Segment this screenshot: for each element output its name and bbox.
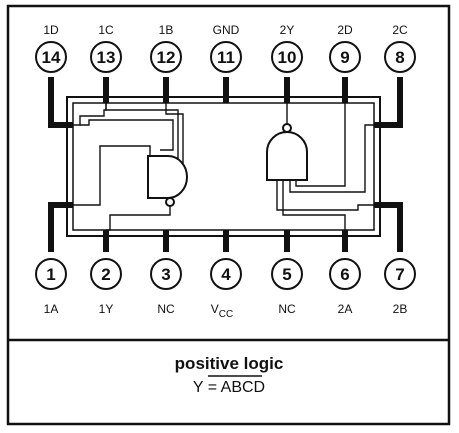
- pin-label: 2D: [337, 23, 353, 37]
- logic-rhs: ABCD: [221, 379, 265, 396]
- pin-number: 9: [340, 48, 349, 67]
- pin-label: 1A: [44, 302, 59, 316]
- pin-14-circle: [35, 41, 67, 73]
- vcc-main: V: [211, 302, 219, 316]
- pin-4-circle: [210, 258, 242, 290]
- pin-number: 11: [217, 48, 235, 67]
- pin-label-vcc: VCC: [211, 302, 233, 320]
- pin-1-circle: [35, 258, 67, 290]
- pin-8-circle: [384, 41, 416, 73]
- pin-label: NC: [157, 302, 175, 316]
- pin-9-circle: [329, 41, 361, 73]
- bottom-pin-leads: [48, 202, 403, 252]
- pin-label: GND: [213, 23, 240, 37]
- pin-label: 2Y: [280, 23, 295, 37]
- lead-pin-1: [48, 202, 73, 252]
- logic-title: positive logic: [175, 354, 284, 373]
- logic-equation: Y = ABCD: [193, 379, 265, 396]
- nand-gate-1-bubble: [165, 197, 175, 207]
- pin-number: 5: [282, 265, 291, 284]
- pin-3-circle: [150, 258, 182, 290]
- pin-number: 4: [221, 265, 231, 284]
- pin-11-circle: [210, 41, 242, 73]
- pin-number: 14: [42, 48, 61, 67]
- vcc-subscript: CC: [219, 309, 233, 320]
- lead-pin-14: [48, 77, 73, 128]
- bottom-pins: 1 2 3 4 5 6 7 1A 1Y NC VCC NC 2A 2B: [35, 258, 416, 320]
- pin-label: 1C: [98, 23, 114, 37]
- pin-number: 8: [395, 48, 404, 67]
- top-pins: 14 13 12 11 10 9 8 1D 1C 1B GND 2Y 2D 2C: [35, 23, 416, 73]
- pin-number: 12: [157, 48, 176, 67]
- pin-number: 7: [395, 265, 404, 284]
- nand-gate-2-bubble: [282, 123, 292, 133]
- pin-13-circle: [90, 41, 122, 73]
- pin-10-circle: [271, 41, 303, 73]
- pin-label: 2C: [392, 23, 408, 37]
- pin-number: 6: [340, 265, 349, 284]
- pin-number: 3: [161, 265, 170, 284]
- pin-2-circle: [90, 258, 122, 290]
- pin-12-circle: [150, 41, 182, 73]
- pin-label: NC: [278, 302, 296, 316]
- pin-number: 2: [101, 265, 110, 284]
- pin-7-circle: [384, 258, 416, 290]
- nand-gate-2: [266, 123, 308, 181]
- logic-lhs: Y =: [193, 379, 221, 396]
- outer-frame: [6, 4, 451, 426]
- pin-number: 1: [46, 265, 55, 284]
- lead-pin-7: [374, 202, 403, 252]
- pin-5-circle: [271, 258, 303, 290]
- pin-label: 2A: [338, 302, 353, 316]
- lead-pin-8: [374, 77, 403, 128]
- pin-label: 1D: [43, 23, 59, 37]
- pin-6-circle: [329, 258, 361, 290]
- pin-label: 2B: [393, 302, 408, 316]
- top-pin-leads: [48, 77, 403, 128]
- nand-gate-1: [147, 155, 188, 207]
- gate-2-wiring: [276, 103, 374, 230]
- chip-body-inner: [72, 102, 375, 231]
- pin-number: 10: [278, 48, 297, 67]
- pin-label: 1Y: [99, 302, 114, 316]
- pin-number: 13: [97, 48, 116, 67]
- pin-label: 1B: [159, 23, 174, 37]
